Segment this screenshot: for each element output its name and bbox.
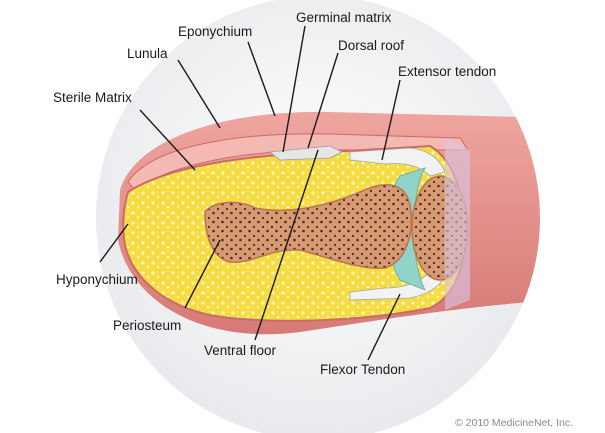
finger-cut-end (445, 138, 470, 310)
label-dorsal-roof: Dorsal roof (338, 38, 404, 53)
label-periosteum: Periosteum (113, 318, 181, 333)
label-germinal-matrix: Germinal matrix (296, 10, 392, 25)
copyright-credit: © 2010 MedicineNet, Inc. (455, 417, 573, 429)
label-flexor-tendon: Flexor Tendon (320, 362, 405, 377)
label-extensor-tendon: Extensor tendon (398, 64, 496, 79)
label-lunula: Lunula (127, 46, 168, 61)
label-ventral-floor: Ventral floor (204, 343, 277, 358)
label-sterile-matrix: Sterile Matrix (53, 90, 132, 105)
label-hyponychium: Hyponychium (56, 272, 138, 287)
label-eponychium: Eponychium (178, 24, 252, 39)
